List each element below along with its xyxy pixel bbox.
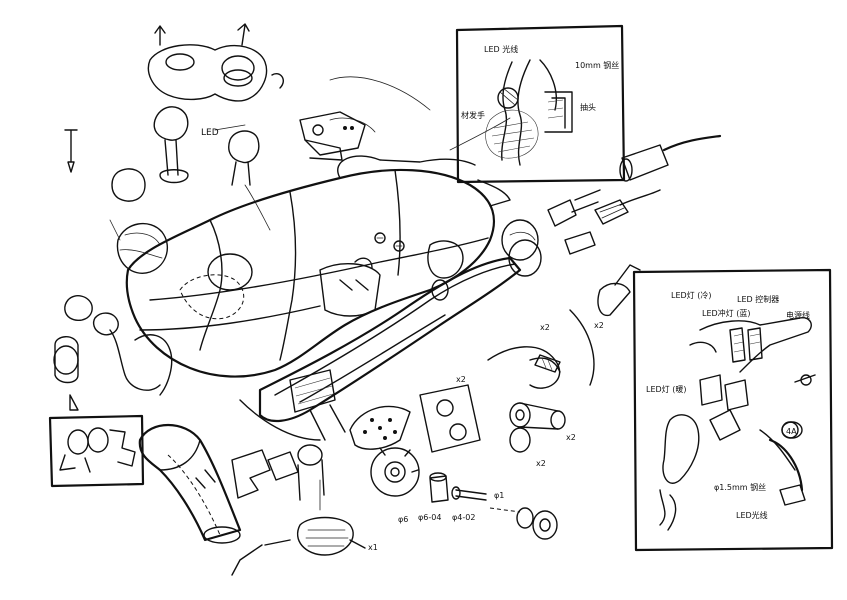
leader-lines [109,76,511,511]
qty-x2-d: x2 [566,433,576,442]
dia-phi6-04: φ6-04 [418,513,441,522]
led-label: LED [201,128,219,138]
qty-x2-c: x2 [456,375,466,384]
curved-tube [138,423,242,544]
steel-wire-label-right: φ1.5mm 钢丝 [714,482,766,492]
top-detail-inset: LED 光线 10mm 钢丝 材发手 抽头 [455,24,626,184]
steel-wire-label: 10mm 钢丝 [575,60,619,70]
led-blue-label: LED冲灯 (蓝) [702,308,750,318]
bottom-brackets: x1 [231,444,378,576]
dia-phi4-02: φ4-02 [452,513,475,522]
led-light-label: LED光线 [736,510,768,520]
part-4a-label: 4A [786,427,797,436]
led-wire-label: LED 光线 [484,44,518,54]
dia-phi1: φ1 [494,491,504,500]
qty-x2-b: x2 [594,321,604,330]
connector-cables [501,134,722,317]
qty-x1: x1 [368,543,378,552]
dia-phi6: φ6 [398,515,408,524]
inset-left-label: 材发手 [461,110,485,120]
wire-harness-middle: x2 x2 [487,309,604,389]
gear-parts: φ6 φ6-04 φ4-02 φ1 [349,405,558,540]
led-cold-label: LED灯 (冷) [671,290,711,300]
led-warm-label: LED灯 (暖) [646,384,686,394]
left-bottom-inset [48,414,145,488]
inset-right-label: 抽头 [580,102,596,112]
power-wire-label: 电源线 [786,310,810,320]
right-detail-inset: LED灯 (冷) LED冲灯 (蓝) LED 控制器 电源线 LED灯 (暖) … [632,268,834,552]
qty-x2-a: x2 [540,323,550,332]
mount-plate: x2 [419,375,481,453]
spacers: x2 x2 [509,402,576,468]
led-controller-label: LED 控制器 [737,294,779,304]
left-lamp-cluster [53,168,173,411]
head-assembly: LED [64,23,284,186]
main-shell [125,155,511,378]
lower-chassis [239,256,522,441]
qty-x2-e: x2 [536,459,546,468]
